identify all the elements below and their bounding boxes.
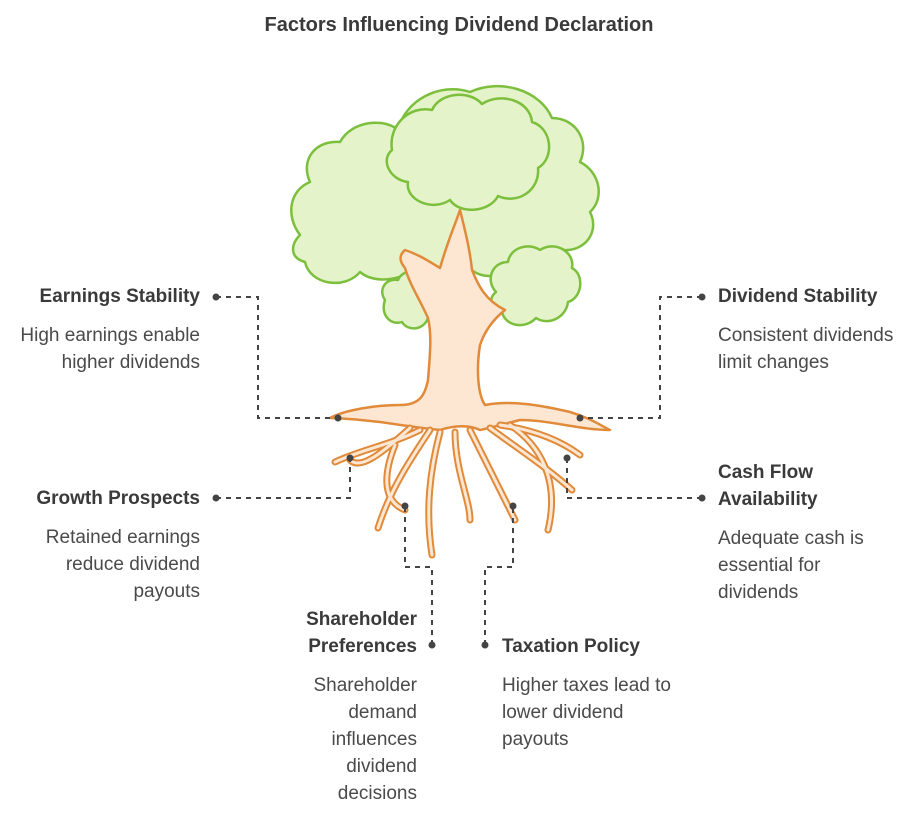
connector-shareholder-preferences xyxy=(404,506,433,645)
factor-earnings-stability: Earnings Stability High earnings enable … xyxy=(20,283,200,376)
factor-description: Retained earnings reduce dividend payout… xyxy=(45,527,200,602)
tree-roots xyxy=(331,421,584,559)
connector-cash-flow-availability xyxy=(566,458,702,499)
factor-dividend-stability: Dividend Stability Consistent dividends … xyxy=(718,283,903,376)
factor-title: Earnings Stability xyxy=(39,286,200,307)
factor-title: Growth Prospects xyxy=(36,488,200,509)
connector-taxation-policy xyxy=(484,506,514,645)
factor-title: Taxation Policy xyxy=(502,636,640,657)
factor-title: Cash Flow Availability xyxy=(718,462,818,510)
factor-description: Shareholder demand influences dividend d… xyxy=(313,675,417,804)
factor-description: Adequate cash is essential for dividends xyxy=(718,528,864,603)
factor-title: Shareholder Preferences xyxy=(306,609,417,657)
connector-lines xyxy=(216,296,702,645)
connector-growth-prospects xyxy=(216,458,351,499)
connector-dots xyxy=(212,293,706,649)
factor-title: Dividend Stability xyxy=(718,286,878,307)
factor-cash-flow-availability: Cash Flow Availability Adequate cash is … xyxy=(718,459,898,606)
connector-earnings-stability xyxy=(216,296,338,419)
factor-description: High earnings enable higher dividends xyxy=(20,325,200,373)
connector-dividend-stability xyxy=(580,296,702,419)
tree-trunk xyxy=(328,208,612,432)
factor-taxation-policy: Taxation Policy Higher taxes lead to low… xyxy=(502,633,687,753)
diagram-title: Factors Influencing Dividend Declaration xyxy=(264,14,654,36)
factor-growth-prospects: Growth Prospects Retained earnings reduc… xyxy=(10,485,200,605)
factor-shareholder-preferences: Shareholder Preferences Shareholder dema… xyxy=(280,606,417,807)
tree-roots-inner xyxy=(333,423,582,557)
factor-description: Consistent dividends limit changes xyxy=(718,325,894,373)
factor-description: Higher taxes lead to lower dividend payo… xyxy=(502,675,671,750)
